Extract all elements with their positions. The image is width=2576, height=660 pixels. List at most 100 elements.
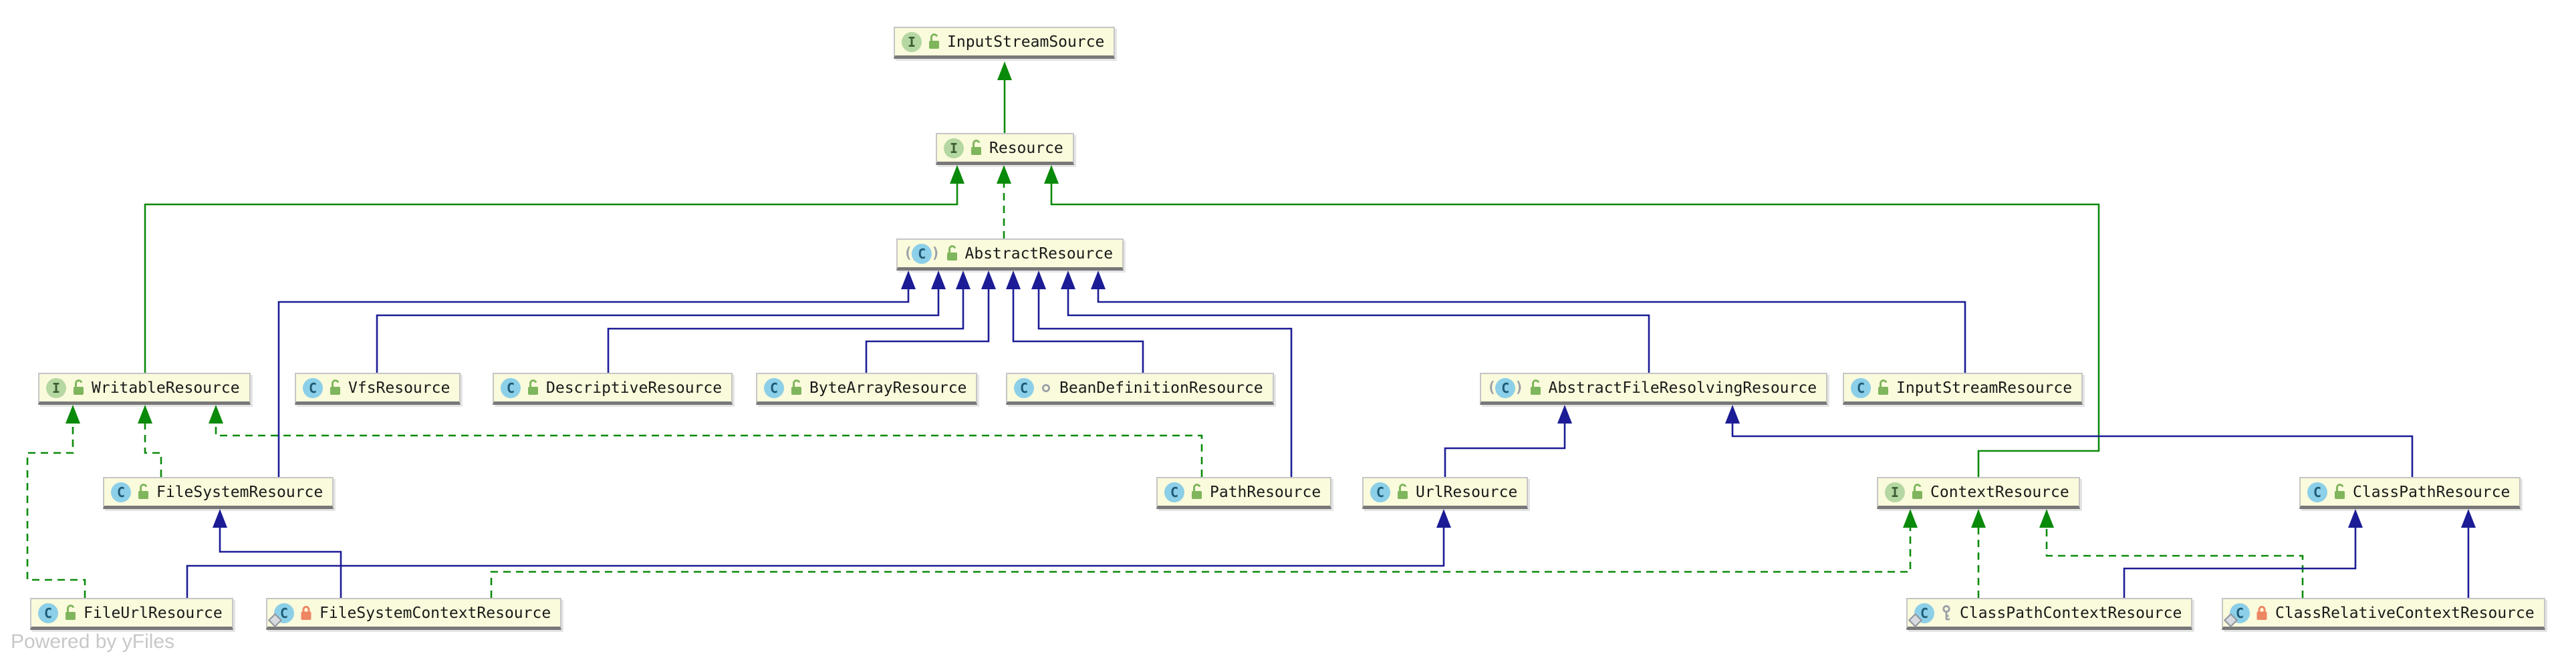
edge-FileUrlResource-extends-UrlResource (186, 509, 1451, 598)
public-lock-icon (1530, 379, 1541, 395)
edge-ClassPathContextResource-extends-ClassPathResource (2123, 509, 2363, 598)
edge-VfsResource-extends-AbstractResource (376, 271, 946, 373)
class-node-AbstractFileResolvingResource[interactable]: (C) AbstractFileResolvingResource (1480, 373, 1828, 405)
class-name-label: InputStreamSource (947, 33, 1105, 51)
class-name-label: PathResource (1210, 483, 1321, 501)
class-icon: C (267, 603, 294, 627)
class-node-DescriptiveResource[interactable]: C DescriptiveResource (493, 373, 733, 405)
edge-FileUrlResource-implements-WritableResource (26, 405, 86, 598)
class-icon: C (111, 482, 131, 502)
class-node-InputStreamResource[interactable]: C InputStreamResource (1843, 373, 2083, 405)
public-lock-icon (929, 33, 939, 49)
interface-icon: I (46, 377, 66, 398)
class-name-label: FileSystemResource (156, 483, 324, 501)
edge-DescriptiveResource-extends-AbstractResource (607, 271, 971, 373)
class-name-label: VfsResource (348, 379, 450, 397)
class-name-label: AbstractResource (964, 244, 1114, 263)
edge-ContextResource-extends-Resource (1044, 165, 2100, 477)
edge-WritableResource-extends-Resource (144, 165, 964, 373)
yfiles-watermark: Powered by yFiles (11, 631, 175, 653)
public-lock-icon (74, 379, 84, 395)
class-node-InputStreamSource[interactable]: I InputStreamSource (894, 27, 1116, 59)
class-icon: C (2307, 482, 2327, 502)
class-node-BeanDefinitionResource[interactable]: C BeanDefinitionResource (1006, 373, 1274, 405)
public-lock-icon (971, 140, 981, 155)
edge-Resource-extends-InputStreamSource (997, 61, 1012, 133)
class-node-FileUrlResource[interactable]: C FileUrlResource (30, 598, 233, 630)
class-icon: C (1164, 482, 1184, 502)
class-name-label: ClassRelativeContextResource (2275, 604, 2535, 622)
public-lock-icon (1912, 484, 1922, 499)
public-lock-icon (1878, 379, 1888, 395)
class-icon: C (2223, 603, 2250, 627)
class-name-label: AbstractFileResolvingResource (1548, 379, 1817, 397)
class-node-FileSystemResource[interactable]: C FileSystemResource (103, 477, 334, 509)
edge-ByteArrayResource-extends-AbstractResource (865, 271, 996, 373)
class-node-Resource[interactable]: I Resource (936, 133, 1074, 165)
class-name-label: ByteArrayResource (809, 379, 967, 397)
class-node-PathResource[interactable]: C PathResource (1156, 477, 1332, 509)
edge-AbstractFileResolvingResource-extends-AbstractResource (1061, 271, 1650, 373)
edge-FileSystemContextResource-extends-FileSystemResource (213, 509, 342, 598)
interface-icon: I (1885, 482, 1905, 502)
class-icon: C (1908, 603, 1934, 627)
edge-ClassPathContextResource-implements-ContextResource (1971, 509, 1986, 598)
abstract-class-icon: (C) (1487, 377, 1524, 398)
class-node-UrlResource[interactable]: C UrlResource (1362, 477, 1529, 509)
abstract-class-icon: (C) (904, 243, 940, 264)
class-node-FileSystemContextResource[interactable]: C FileSystemContextResource (266, 598, 562, 630)
public-lock-icon (1192, 484, 1202, 499)
edge-FileSystemContextResource-implements-ContextResource (490, 509, 1918, 598)
edge-InputStreamResource-extends-AbstractResource (1091, 271, 1966, 373)
class-node-ClassRelativeContextResource[interactable]: C ClassRelativeContextResource (2222, 598, 2545, 630)
class-name-label: ClassPathResource (2353, 483, 2510, 501)
class-node-WritableResource[interactable]: I WritableResource (38, 373, 251, 405)
class-name-label: DescriptiveResource (546, 379, 723, 397)
edge-PathResource-extends-AbstractResource (1031, 271, 1293, 477)
class-node-VfsResource[interactable]: C VfsResource (295, 373, 461, 405)
public-lock-icon (946, 245, 957, 261)
class-name-label: InputStreamResource (1896, 379, 2073, 397)
edge-FileSystemResource-implements-WritableResource (138, 405, 162, 477)
public-lock-icon (138, 484, 148, 499)
edge-UrlResource-extends-AbstractFileResolvingResource (1444, 405, 1572, 477)
class-name-label: FileSystemContextResource (319, 604, 551, 622)
class-icon: C (38, 603, 58, 623)
class-node-ByteArrayResource[interactable]: C ByteArrayResource (756, 373, 978, 405)
class-icon: C (303, 377, 323, 398)
public-lock-icon (330, 379, 340, 395)
edge-ClassRelativeContextResource-implements-ContextResource (2039, 509, 2304, 598)
edge-AbstractResource-implements-Resource (997, 165, 1011, 238)
class-node-ClassPathContextResource[interactable]: C ClassPathContextResource (1906, 598, 2193, 630)
edge-FileSystemResource-extends-AbstractResource (277, 271, 916, 477)
class-name-label: ContextResource (1930, 483, 2069, 501)
class-name-label: FileUrlResource (84, 604, 223, 622)
class-node-ContextResource[interactable]: I ContextResource (1877, 477, 2080, 509)
public-lock-icon (66, 605, 76, 620)
public-lock-icon (791, 379, 801, 395)
public-lock-icon (528, 379, 538, 395)
class-name-label: UrlResource (1416, 483, 1518, 501)
private-lock-icon (2257, 606, 2267, 620)
class-icon: C (1014, 377, 1034, 398)
class-icon: C (764, 377, 784, 398)
class-node-ClassPathResource[interactable]: C ClassPathResource (2299, 477, 2521, 509)
class-icon: C (501, 377, 521, 398)
package-private-icon (1042, 383, 1050, 392)
public-lock-icon (2335, 484, 2345, 499)
class-node-AbstractResource[interactable]: (C) AbstractResource (896, 238, 1124, 271)
class-icon: C (1370, 482, 1390, 502)
edge-ClassRelativeContextResource-extends-ClassPathResource (2461, 509, 2476, 598)
class-icon: C (1851, 377, 1871, 398)
private-lock-icon (301, 606, 311, 620)
public-lock-icon (1398, 484, 1408, 499)
class-name-label: ClassPathContextResource (1960, 604, 2182, 622)
class-name-label: WritableResource (92, 379, 240, 397)
class-name-label: BeanDefinitionResource (1059, 379, 1263, 397)
interface-icon: I (944, 138, 964, 158)
protected-key-icon (1942, 605, 1950, 621)
edge-ClassPathResource-extends-AbstractFileResolvingResource (1725, 405, 2414, 477)
